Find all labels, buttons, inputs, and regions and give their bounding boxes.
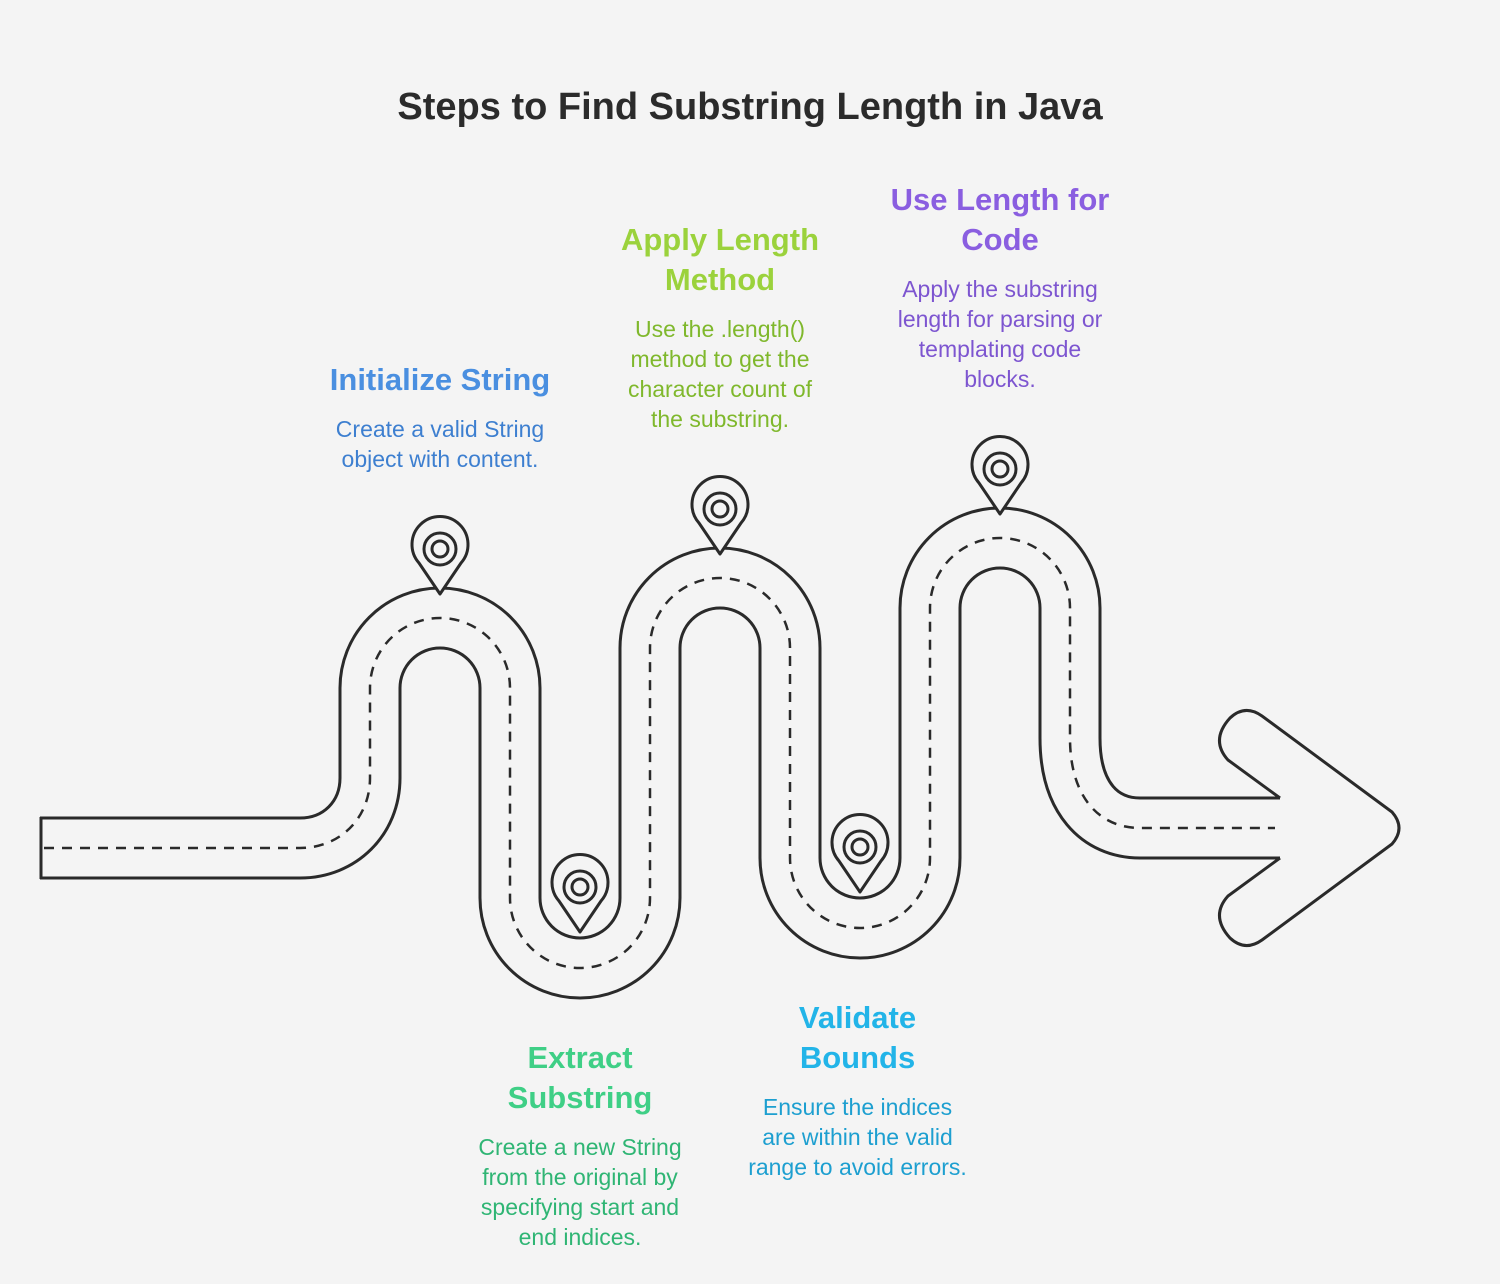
step-heading: Validate Bounds [798,1000,917,1075]
step-heading: Initialize String [329,362,551,397]
arrow-head-icon [1218,709,1401,947]
location-pin-icon [410,514,470,596]
road-center-line [44,536,1275,970]
step-extract-substring: Extract Substring Create a new String fr… [460,1038,700,1252]
step-description: Create a valid String object with conten… [335,416,545,472]
location-pin-icon [830,812,890,894]
step-description: Create a new String from the original by… [478,1134,682,1250]
step-description: Use the .length() method to get the char… [627,316,813,432]
location-pin-icon [970,434,1030,516]
location-pin-icon [690,474,750,556]
step-validate-bounds: Validate Bounds Ensure the indices are w… [740,998,975,1182]
step-use-length-for-code: Use Length for Code Apply the substring … [875,180,1125,394]
step-apply-length-method: Apply Length Method Use the .length() me… [600,220,840,434]
step-heading: Apply Length Method [620,222,820,297]
road-surface [40,509,1290,997]
step-initialize-string: Initialize String Create a valid String … [310,360,570,474]
step-description: Ensure the indices are within the valid … [748,1094,967,1180]
step-description: Apply the substring length for parsing o… [897,276,1103,392]
page-title: Steps to Find Substring Length in Java [397,86,1103,128]
location-pin-icon [550,852,610,934]
step-heading: Use Length for Code [890,182,1110,257]
step-heading: Extract Substring [507,1040,653,1115]
